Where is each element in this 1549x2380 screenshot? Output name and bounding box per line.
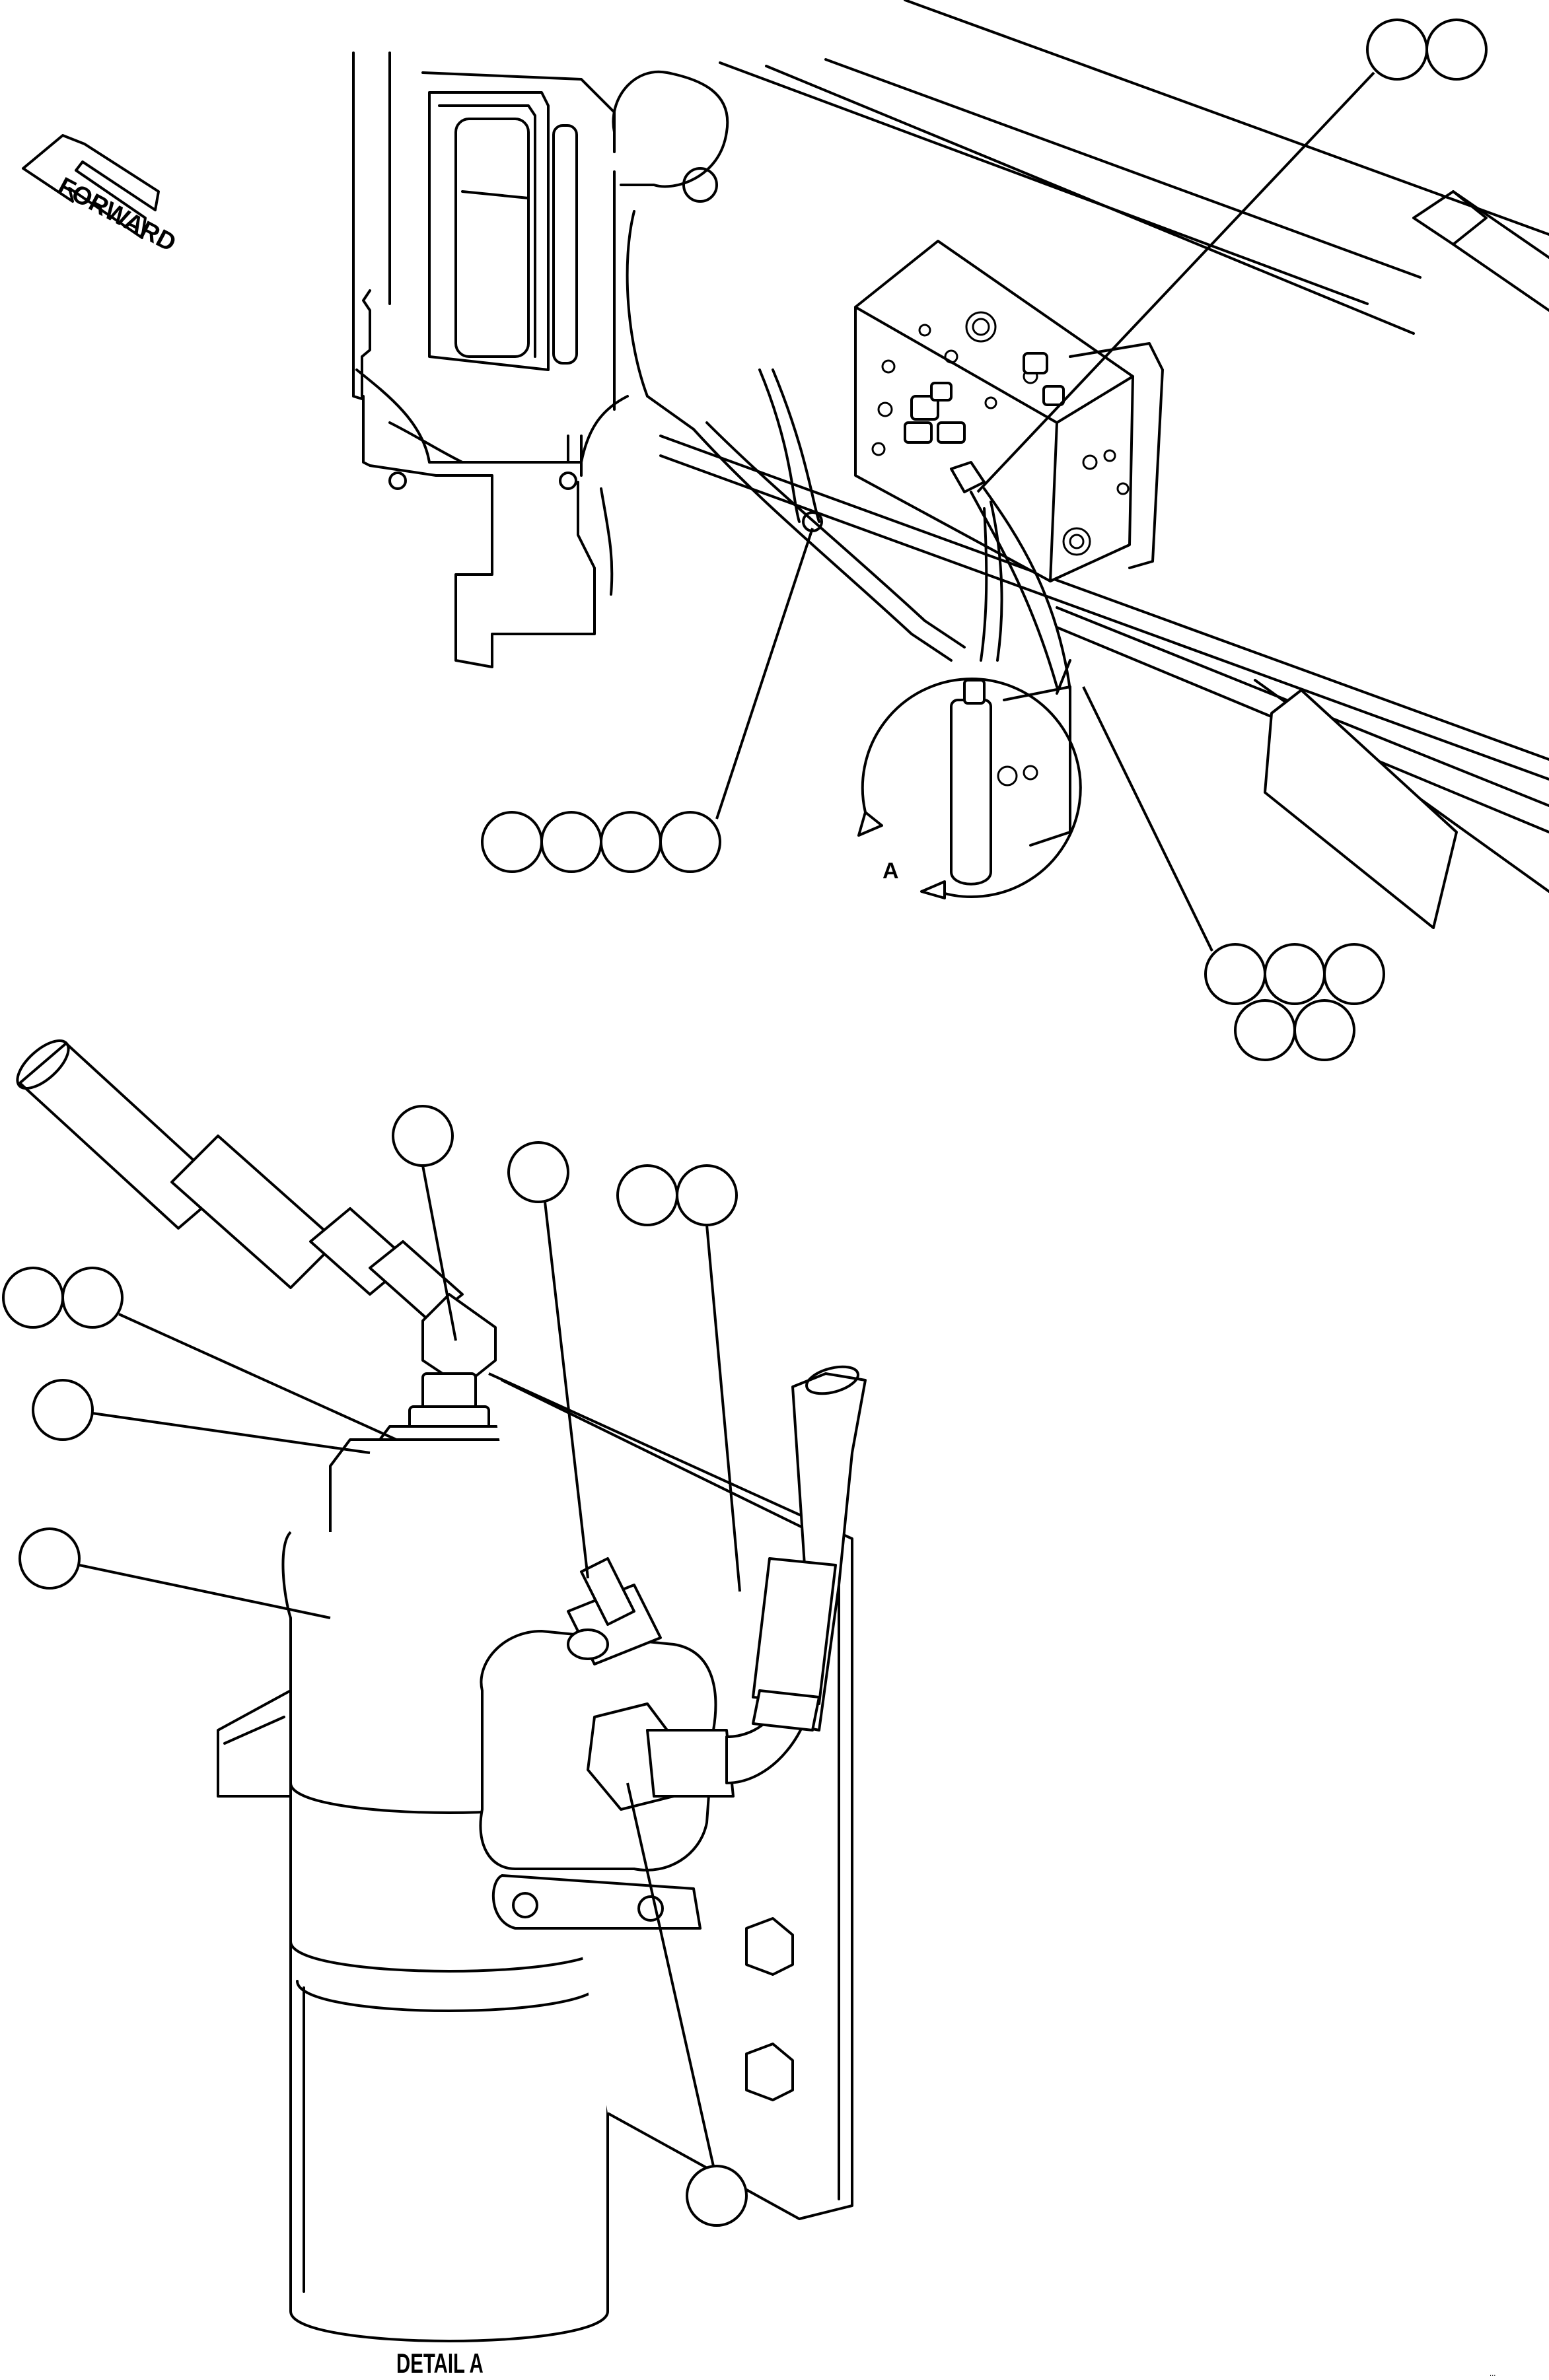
detail-a-title: DETAIL A: [396, 2348, 484, 2379]
mounting-bracket-plate: [352, 52, 729, 668]
detail-a-hose-right: [752, 1365, 867, 1732]
hex-bolt-upper: [745, 1917, 794, 1976]
callout-detail-housing: [18, 1527, 331, 1619]
drawing-id: ...: [1490, 2367, 1496, 2379]
callout-detail-second: [507, 1141, 589, 1579]
valve-block: [854, 240, 1164, 582]
hose-runs: [692, 368, 1071, 691]
detail-a-circle: [857, 659, 1082, 899]
detail-a-side-valve: [479, 1557, 814, 1930]
view-arrow-icon: [857, 811, 883, 837]
callout-group-middle-left: [481, 528, 814, 873]
forward-arrow-icon: FORWARD: [22, 134, 180, 258]
hex-bolt-lower: [745, 2043, 794, 2101]
detail-a-hose-upper: [16, 1039, 497, 1434]
callout-detail-single-left: [32, 1379, 371, 1454]
callout-detail-bottom: [626, 1782, 748, 2227]
callout-group-top-right: [976, 18, 1488, 493]
callout-detail-top: [392, 1105, 457, 1341]
panel-plate: [1264, 689, 1458, 929]
view-marker-label: A: [883, 858, 899, 884]
callout-group-right: [1082, 686, 1385, 1061]
callout-detail-pair-left: [2, 1267, 397, 1441]
callout-detail-pair-right: [616, 1164, 741, 1592]
